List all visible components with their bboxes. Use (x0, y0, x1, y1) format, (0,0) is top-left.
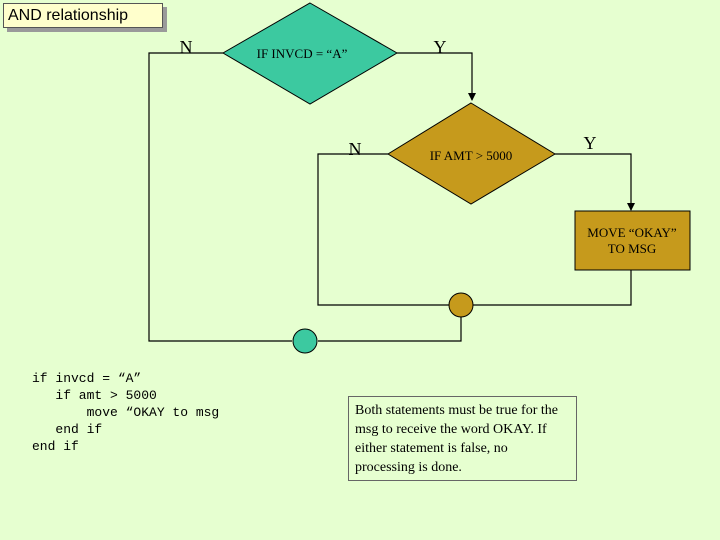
process-box (574, 210, 691, 271)
process-out-path (473, 270, 632, 306)
code-line: if amt > 5000 (32, 388, 157, 403)
decision-amt-yes-label: Y (584, 133, 597, 153)
process-label-line1: MOVE “OKAY” (587, 225, 677, 240)
code-line: if invcd = “A” (32, 371, 142, 386)
decision-amt-label: IF AMT > 5000 (430, 148, 513, 163)
decision-invcd-label: IF INVCD = “A” (257, 46, 348, 61)
amt-no-path (317, 153, 449, 306)
decision-invcd-no-label: N (180, 37, 193, 57)
code-line: move “OKAY to msg (32, 405, 220, 420)
invcd-no-path (148, 52, 292, 342)
explanation-note: Both statements must be true for the msg… (348, 396, 577, 481)
code-line: end if (32, 422, 103, 437)
connector-amt (448, 292, 474, 318)
amt-yes-path (555, 153, 635, 211)
connector-invcd (292, 328, 318, 354)
decision-invcd-diamond (222, 2, 398, 105)
connector-join-path (318, 317, 462, 342)
pseudocode-block: if invcd = “A” if amt > 5000 move “OKAY … (32, 370, 219, 455)
code-line: end if (32, 439, 79, 454)
process-label-line2: TO MSG (608, 241, 657, 256)
invcd-yes-path (397, 52, 476, 101)
decision-invcd-yes-label: Y (434, 37, 447, 57)
slide-title: AND relationship (3, 3, 163, 28)
decision-amt-no-label: N (349, 139, 362, 159)
decision-amt-diamond (387, 102, 556, 205)
